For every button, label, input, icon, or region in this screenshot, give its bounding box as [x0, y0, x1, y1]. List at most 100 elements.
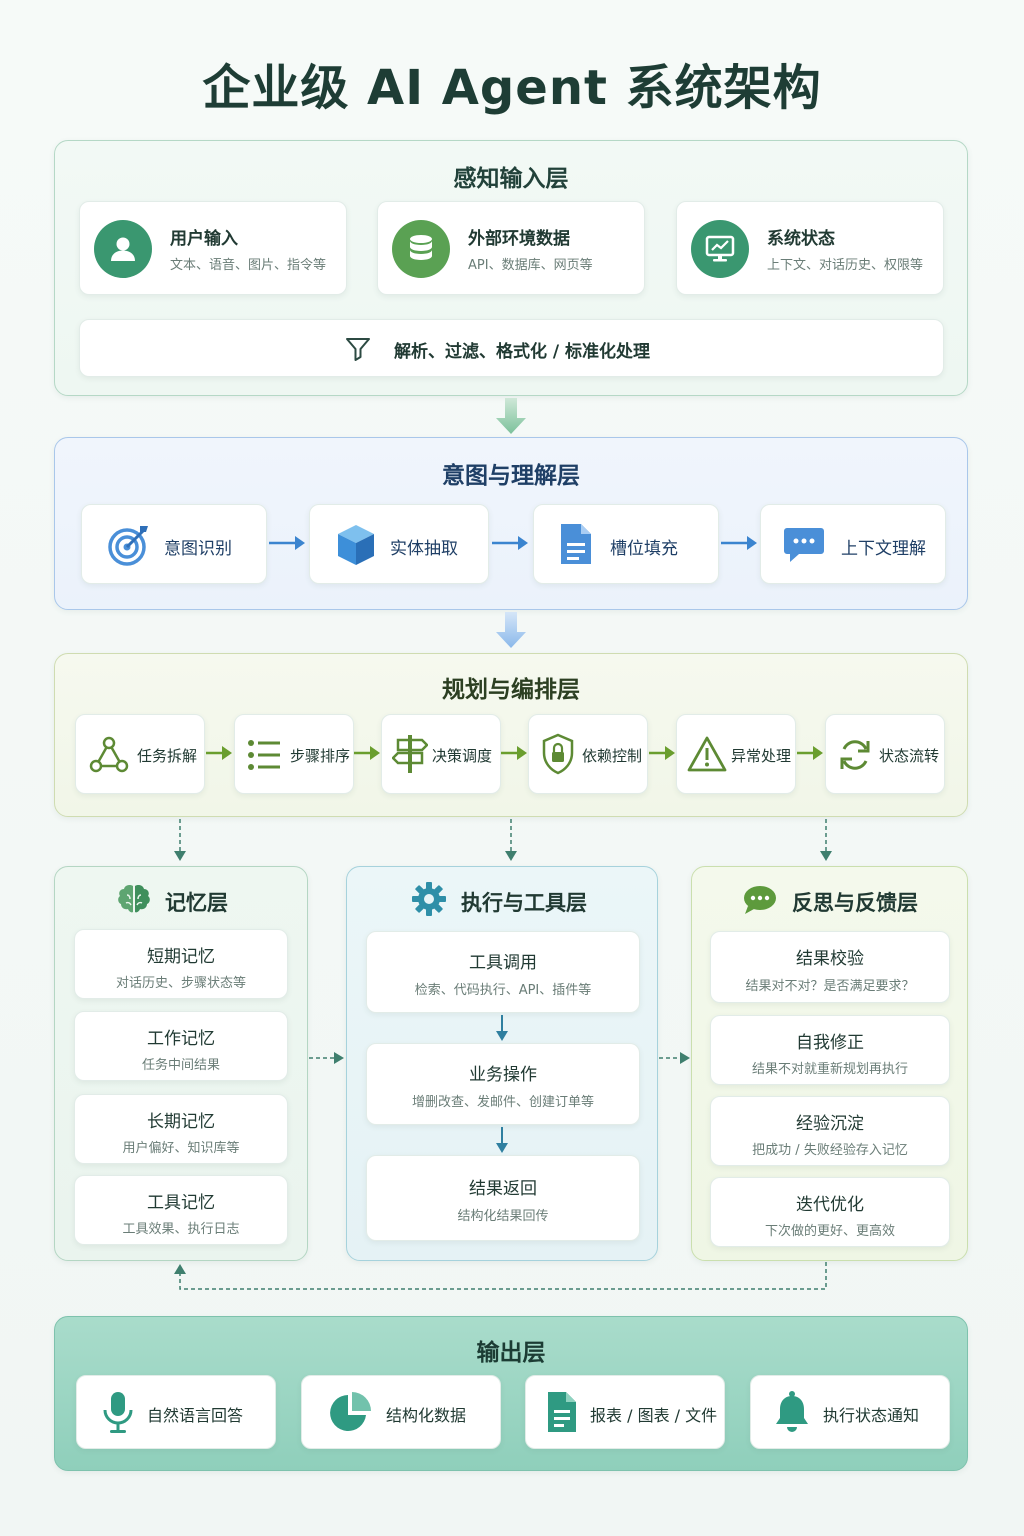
reflection-item-experience-desc: 把成功 / 失败经验存入记忆 — [752, 1143, 908, 1158]
database-icon — [392, 220, 450, 278]
user-icon — [94, 220, 152, 278]
reflection-item-iterate: 迭代优化 下次做的更好、更高效 — [710, 1177, 950, 1247]
arrow-right-plan-2 — [354, 745, 382, 761]
planning-step-4-label: 依赖控制 — [582, 747, 643, 765]
arrow-right-intent-2 — [492, 534, 530, 552]
intent-step-3-label: 槽位填充 — [610, 539, 678, 559]
system-state-desc: 上下文、对话历史、权限等 — [767, 258, 924, 273]
planning-layer-title: 规划与编排层 — [442, 677, 580, 703]
reflection-item-verify-title: 结果校验 — [796, 949, 864, 969]
arrow-right-plan-5 — [797, 745, 825, 761]
memory-item-working: 工作记忆 任务中间结果 — [74, 1011, 288, 1081]
reflection-item-correct-desc: 结果不对就重新规划再执行 — [751, 1062, 908, 1077]
reflection-item-verify-desc: 结果对不对？是否满足要求？ — [745, 979, 915, 994]
memory-item-long-desc: 用户偏好、知识库等 — [122, 1141, 240, 1156]
execution-layer: 执行与工具层 工具调用 检索、代码执行、API、插件等 业务操作 增删改查、发邮… — [346, 866, 658, 1261]
planning-step-1: 任务拆解 — [75, 714, 205, 794]
microphone-icon — [101, 1390, 135, 1436]
user-input-card: 用户输入 文本、语音、图片、指令等 — [79, 201, 347, 295]
warning-icon — [687, 735, 727, 773]
network-icon — [88, 735, 130, 775]
arrow-down-exec-2 — [495, 1127, 509, 1155]
memory-item-tool: 工具记忆 工具效果、执行日志 — [74, 1175, 288, 1245]
external-data-card: 外部环境数据 API、数据库、网页等 — [377, 201, 645, 295]
output-item-report: 报表 / 图表 / 文件 — [525, 1375, 725, 1449]
pie-chart-icon — [328, 1391, 372, 1435]
planning-step-5-label: 异常处理 — [731, 747, 792, 765]
planning-step-5: 异常处理 — [676, 714, 796, 794]
chat-dots-icon — [742, 884, 778, 916]
execution-item-tool-call: 工具调用 检索、代码执行、API、插件等 — [366, 931, 640, 1013]
document-icon — [558, 521, 594, 567]
output-item-notify-label: 执行状态通知 — [823, 1406, 920, 1425]
reflection-item-experience: 经验沉淀 把成功 / 失败经验存入记忆 — [710, 1096, 950, 1166]
planning-step-3: 决策调度 — [381, 714, 501, 794]
signpost-icon — [392, 733, 428, 775]
intent-step-2-label: 实体抽取 — [390, 539, 458, 559]
execution-layer-title: 执行与工具层 — [461, 891, 587, 915]
reflection-layer: 反思与反馈层 结果校验 结果对不对？是否满足要求？ 自我修正 结果不对就重新规划… — [691, 866, 968, 1261]
target-icon — [106, 522, 152, 568]
gear-icon — [411, 881, 447, 917]
shield-lock-icon — [541, 733, 575, 775]
memory-item-long: 长期记忆 用户偏好、知识库等 — [74, 1094, 288, 1164]
arrow-right-intent-1 — [269, 534, 307, 552]
memory-item-short-desc: 对话历史、步骤状态等 — [115, 976, 246, 991]
planning-step-6-label: 状态流转 — [879, 747, 940, 765]
intent-layer: 意图与理解层 意图识别 实体抽取 槽位填充 上下文理解 — [54, 437, 968, 610]
planning-step-2-label: 步骤排序 — [290, 747, 351, 765]
memory-layer-title: 记忆层 — [165, 891, 228, 915]
memory-item-working-desc: 任务中间结果 — [141, 1058, 220, 1073]
arrow-down-1 — [495, 398, 527, 436]
execution-item-tool-call-desc: 检索、代码执行、API、插件等 — [414, 983, 592, 998]
intent-step-4: 上下文理解 — [760, 504, 946, 584]
execution-item-result-desc: 结构化结果回传 — [457, 1209, 549, 1224]
reflection-item-verify: 结果校验 结果对不对？是否满足要求？ — [710, 931, 950, 1003]
arrow-right-plan-1 — [206, 745, 234, 761]
output-item-notify: 执行状态通知 — [750, 1375, 950, 1449]
intent-step-2: 实体抽取 — [309, 504, 489, 584]
output-item-nl-answer: 自然语言回答 — [76, 1375, 276, 1449]
memory-item-tool-title: 工具记忆 — [147, 1193, 215, 1213]
reflection-layer-title: 反思与反馈层 — [792, 891, 918, 915]
external-data-desc: API、数据库、网页等 — [468, 258, 593, 273]
execution-item-business-desc: 增删改查、发邮件、创建订单等 — [411, 1095, 594, 1110]
output-layer-title: 输出层 — [476, 1340, 546, 1366]
memory-item-working-title: 工作记忆 — [147, 1029, 215, 1049]
intent-step-1-label: 意图识别 — [164, 539, 232, 559]
system-state-title: 系统状态 — [767, 229, 835, 249]
chat-bubble-icon — [783, 525, 825, 565]
filter-icon — [344, 335, 372, 363]
planning-step-1-label: 任务拆解 — [137, 747, 198, 765]
output-layer: 输出层 自然语言回答 结构化数据 报表 / 图表 / 文件 执行状态通知 — [54, 1316, 968, 1471]
reflection-item-correct-title: 自我修正 — [796, 1033, 864, 1053]
execution-item-result: 结果返回 结构化结果回传 — [366, 1155, 640, 1241]
planning-step-6: 状态流转 — [825, 714, 945, 794]
feedback-loop-connector — [0, 1258, 1024, 1298]
execution-item-result-title: 结果返回 — [469, 1179, 537, 1199]
memory-layer: 记忆层 短期记忆 对话历史、步骤状态等 工作记忆 任务中间结果 长期记忆 用户偏… — [54, 866, 308, 1261]
planning-layer: 规划与编排层 任务拆解 步骤排序 决策调度 依赖控制 异常处理 状态流转 — [54, 653, 968, 817]
cube-icon — [334, 522, 378, 568]
intent-step-4-label: 上下文理解 — [841, 539, 926, 559]
intent-layer-title: 意图与理解层 — [442, 463, 580, 489]
execution-item-business: 业务操作 增删改查、发邮件、创建订单等 — [366, 1043, 640, 1125]
reflection-item-iterate-desc: 下次做的更好、更高效 — [764, 1224, 895, 1239]
dashed-horizontal-connectors — [0, 1048, 1024, 1068]
process-label: 解析、过滤、格式化 / 标准化处理 — [394, 342, 651, 362]
output-item-report-label: 报表 / 图表 / 文件 — [590, 1406, 718, 1425]
file-icon — [546, 1390, 578, 1434]
arrow-right-intent-3 — [721, 534, 759, 552]
reflection-item-experience-title: 经验沉淀 — [796, 1114, 864, 1134]
planning-step-2: 步骤排序 — [234, 714, 354, 794]
process-bar: 解析、过滤、格式化 / 标准化处理 — [79, 319, 944, 377]
planning-step-3-label: 决策调度 — [432, 747, 493, 765]
bell-icon — [773, 1390, 811, 1434]
memory-item-short-title: 短期记忆 — [147, 947, 215, 967]
reflection-item-correct: 自我修正 结果不对就重新规划再执行 — [710, 1015, 950, 1085]
execution-item-tool-call-title: 工具调用 — [469, 953, 537, 973]
intent-step-3: 槽位填充 — [533, 504, 719, 584]
monitor-chart-icon — [691, 220, 749, 278]
perception-layer: 感知输入层 用户输入 文本、语音、图片、指令等 外部环境数据 API、数据库、网… — [54, 140, 968, 396]
arrow-down-exec-1 — [495, 1015, 509, 1043]
